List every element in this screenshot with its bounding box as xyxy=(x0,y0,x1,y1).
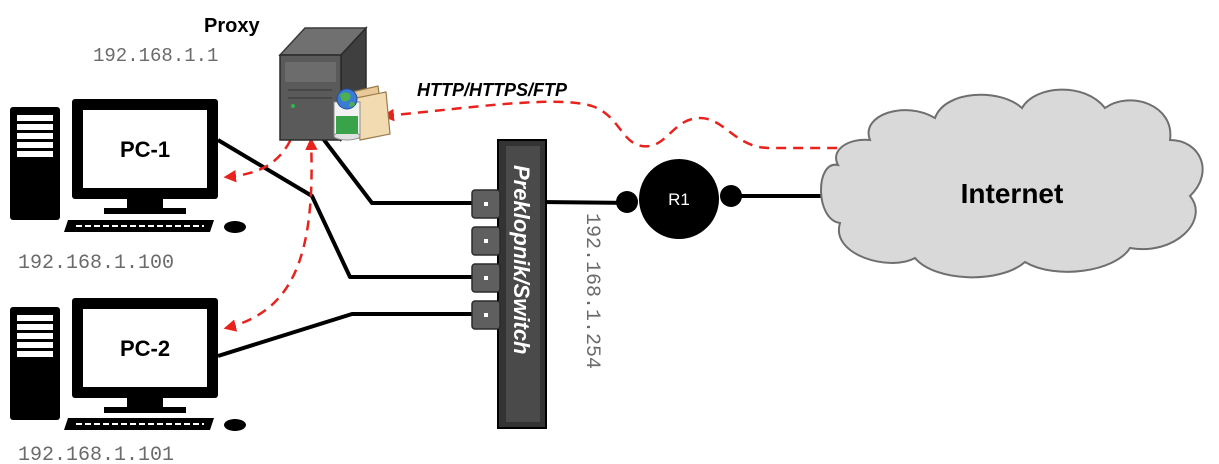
traffic-flows xyxy=(223,100,869,332)
switch-port-led xyxy=(484,276,488,280)
pc2-label: PC-2 xyxy=(120,336,170,361)
traffic-proxy-internet xyxy=(381,100,869,155)
tower-icon xyxy=(10,107,60,220)
switch-device[interactable] xyxy=(497,139,547,429)
internet-cloud[interactable] xyxy=(820,88,1204,279)
proxy-server[interactable] xyxy=(278,26,391,142)
monitor-icon xyxy=(72,99,218,214)
keyboard-icon xyxy=(64,418,214,430)
link-proxy-switch xyxy=(316,130,474,205)
traffic-pc2-proxy xyxy=(223,137,318,332)
switch-label: Preklopnik/Switch xyxy=(509,165,534,355)
monitor-icon xyxy=(72,298,218,413)
switch-port-led xyxy=(484,202,488,206)
pc2-ip: 192.168.1.101 xyxy=(18,444,174,464)
tower-icon xyxy=(10,307,60,420)
router-label: R1 xyxy=(668,190,690,209)
protocol-label: HTTP/HTTPS/FTP xyxy=(417,80,568,100)
mouse-icon xyxy=(224,221,246,233)
switch-port-led xyxy=(484,313,488,317)
router-ip: 192.168.1.254 xyxy=(580,213,603,369)
link-pc2-switch xyxy=(217,312,474,358)
keyboard-icon xyxy=(64,220,214,232)
pc2-computer[interactable] xyxy=(10,298,246,431)
link-pc1-switch xyxy=(216,138,474,279)
pc1-label: PC-1 xyxy=(120,137,170,162)
router-r1[interactable] xyxy=(616,159,742,239)
pc1-computer[interactable] xyxy=(10,99,246,233)
proxy-ip: 192.168.1.1 xyxy=(93,45,218,67)
switch-ports xyxy=(471,189,501,330)
pc1-ip: 192.168.1.100 xyxy=(18,252,174,275)
folder-icon xyxy=(351,85,391,141)
proxy-label: Proxy xyxy=(204,15,260,37)
switch-port-led xyxy=(484,239,488,243)
internet-label: Internet xyxy=(961,178,1064,209)
globe-icon xyxy=(336,88,358,110)
mouse-icon xyxy=(224,419,246,431)
